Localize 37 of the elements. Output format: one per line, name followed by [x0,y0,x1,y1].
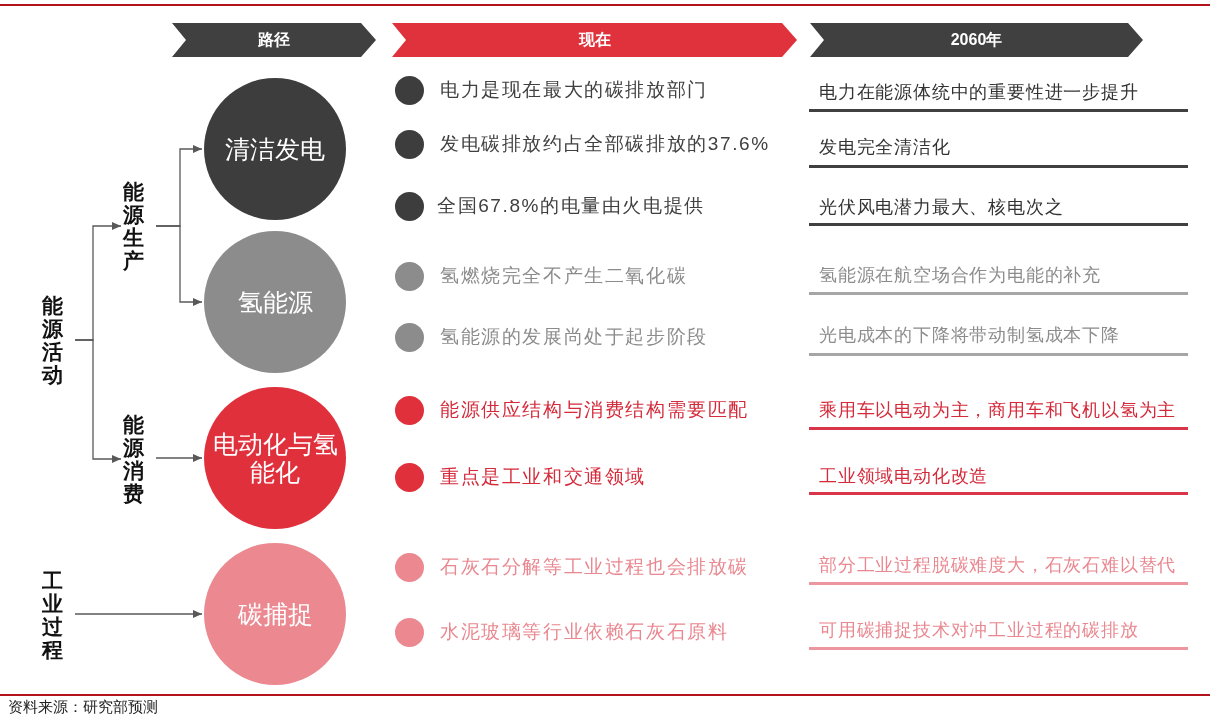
status-text: 重点是工业和交通领域 [440,465,646,489]
outlook-text: 乘用车以电动为主，商用车和飞机以氢为主 [819,399,1177,422]
connector-arrow [74,339,122,463]
status-text: 全国67.8%的电量由火电提供 [437,194,705,218]
column-heading: 2060年 [950,31,1003,49]
outlook-text: 电力在能源体统中的重要性进一步提升 [819,81,1139,104]
status-text: 氢能源的发展尚处于起步阶段 [440,325,708,349]
status-text: 石灰石分解等工业过程也会排放碳 [440,555,749,579]
circle-label: 电动化与氢能化 [211,430,339,486]
outlook-text: 可用碳捕捉技术对冲工业过程的碳排放 [819,619,1139,642]
category-label: 能源活动 [42,294,63,386]
outlook-text: 光伏风电潜力最大、核电次之 [819,196,1064,219]
connector-arrow [155,454,203,462]
circle-label: 碳捕捉 [236,600,314,628]
column-heading: 现在 [578,31,611,49]
outlook-text: 部分工业过程脱碳难度大，石灰石难以替代 [819,554,1177,577]
outlook-text: 氢能源在航空场合作为电能的补充 [819,264,1101,287]
status-text: 氢燃烧完全不产生二氧化碳 [440,264,688,288]
status-text: 水泥玻璃等行业依赖石灰石原料 [440,620,729,644]
chevron-banner [392,23,797,57]
circle-label: 氢能源 [236,288,314,316]
source-note: 资料来源：研究部预测 [8,698,158,716]
category-label: 工业过程 [42,569,63,661]
outlook-text: 光电成本的下降将带动制氢成本下降 [819,324,1120,347]
status-text: 电力是现在最大的碳排放部门 [440,78,708,102]
circle-label: 清洁发电 [224,135,326,163]
column-heading: 路径 [258,31,290,49]
category-label: 能源消费 [123,413,144,505]
status-text: 发电碳排放约占全部碳排放的37.6% [440,132,770,156]
outlook-text: 工业领域电动化改造 [819,465,989,488]
chevron-banner [810,23,1143,57]
connector-arrow [155,225,203,306]
status-text: 能源供应结构与消费结构需要匹配 [440,398,749,422]
chevron-banner [172,23,376,57]
category-label: 能源生产 [123,180,144,272]
outlook-text: 发电完全清洁化 [819,136,951,159]
connector-arrow [74,610,203,618]
